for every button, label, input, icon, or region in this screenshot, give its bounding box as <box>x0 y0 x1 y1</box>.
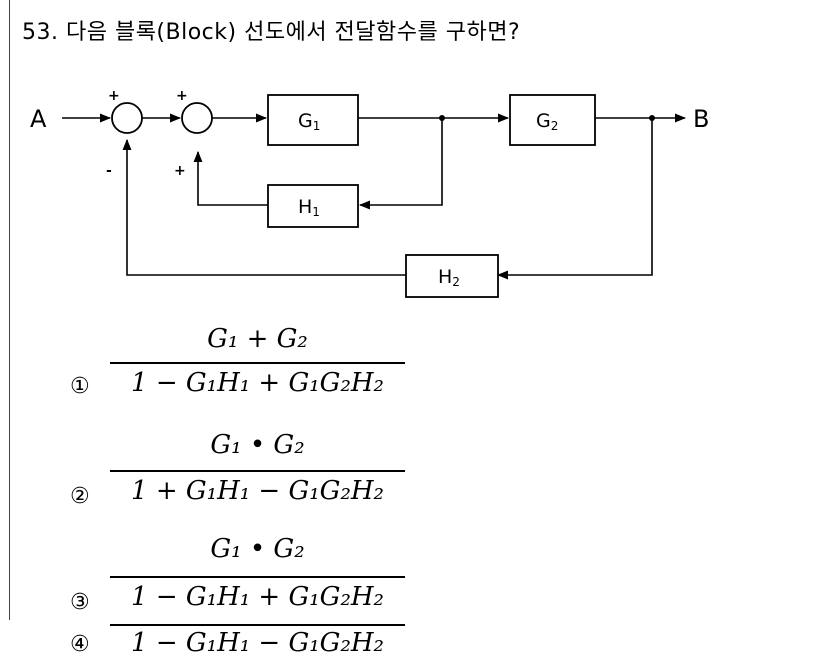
option-2-marker: ② <box>70 484 90 509</box>
option-3-marker: ③ <box>70 590 90 615</box>
option-2-denominator: 1 + G₁H₁ − G₁G₂H₂ <box>131 476 384 506</box>
option-1-marker: ① <box>70 374 90 399</box>
left-margin-rule <box>9 0 10 620</box>
option-1-fraction-bar <box>110 362 405 364</box>
question-title: 53. 다음 블록(Block) 선도에서 전달함수를 구하면? <box>22 20 521 45</box>
output-label: B <box>693 105 709 133</box>
sign-sum2-feedback: + <box>174 163 186 179</box>
option-3-fraction-bar <box>110 576 405 578</box>
summing-junction-1 <box>111 102 143 134</box>
option-2-fraction-bar <box>110 470 405 472</box>
sign-sum1-feedback: - <box>106 163 112 179</box>
block-h2 <box>405 254 499 298</box>
sign-sum2-input: + <box>176 88 188 104</box>
sign-sum1-input: + <box>108 88 120 104</box>
option-3-numerator: G₁ • G₂ <box>210 534 305 564</box>
block-g2-label: G2 <box>536 110 558 133</box>
option-4-denominator: 1 − G₁H₁ − G₁G₂H₂ <box>131 628 384 658</box>
block-diagram: G1 G2 H1 H2 A B + - + + <box>30 88 709 298</box>
block-h1-label: H1 <box>298 196 320 219</box>
option-1-numerator: G₁ + G₂ <box>207 324 308 354</box>
summing-junction-2 <box>181 102 213 134</box>
pickoff-point-2 <box>649 115 655 121</box>
option-2-numerator: G₁ • G₂ <box>210 430 305 460</box>
input-label: A <box>30 105 47 133</box>
block-g2 <box>509 94 596 146</box>
option-4-marker: ④ <box>70 632 90 657</box>
block-h1 <box>267 184 359 228</box>
block-g1 <box>267 94 359 146</box>
block-h2-label: H2 <box>438 266 460 289</box>
block-g1-label: G1 <box>298 110 320 133</box>
option-1-denominator: 1 − G₁H₁ + G₁G₂H₂ <box>131 368 384 398</box>
option-4-fraction-bar <box>110 624 405 626</box>
option-3-denominator: 1 − G₁H₁ + G₁G₂H₂ <box>131 582 384 612</box>
pickoff-point-1 <box>439 115 445 121</box>
